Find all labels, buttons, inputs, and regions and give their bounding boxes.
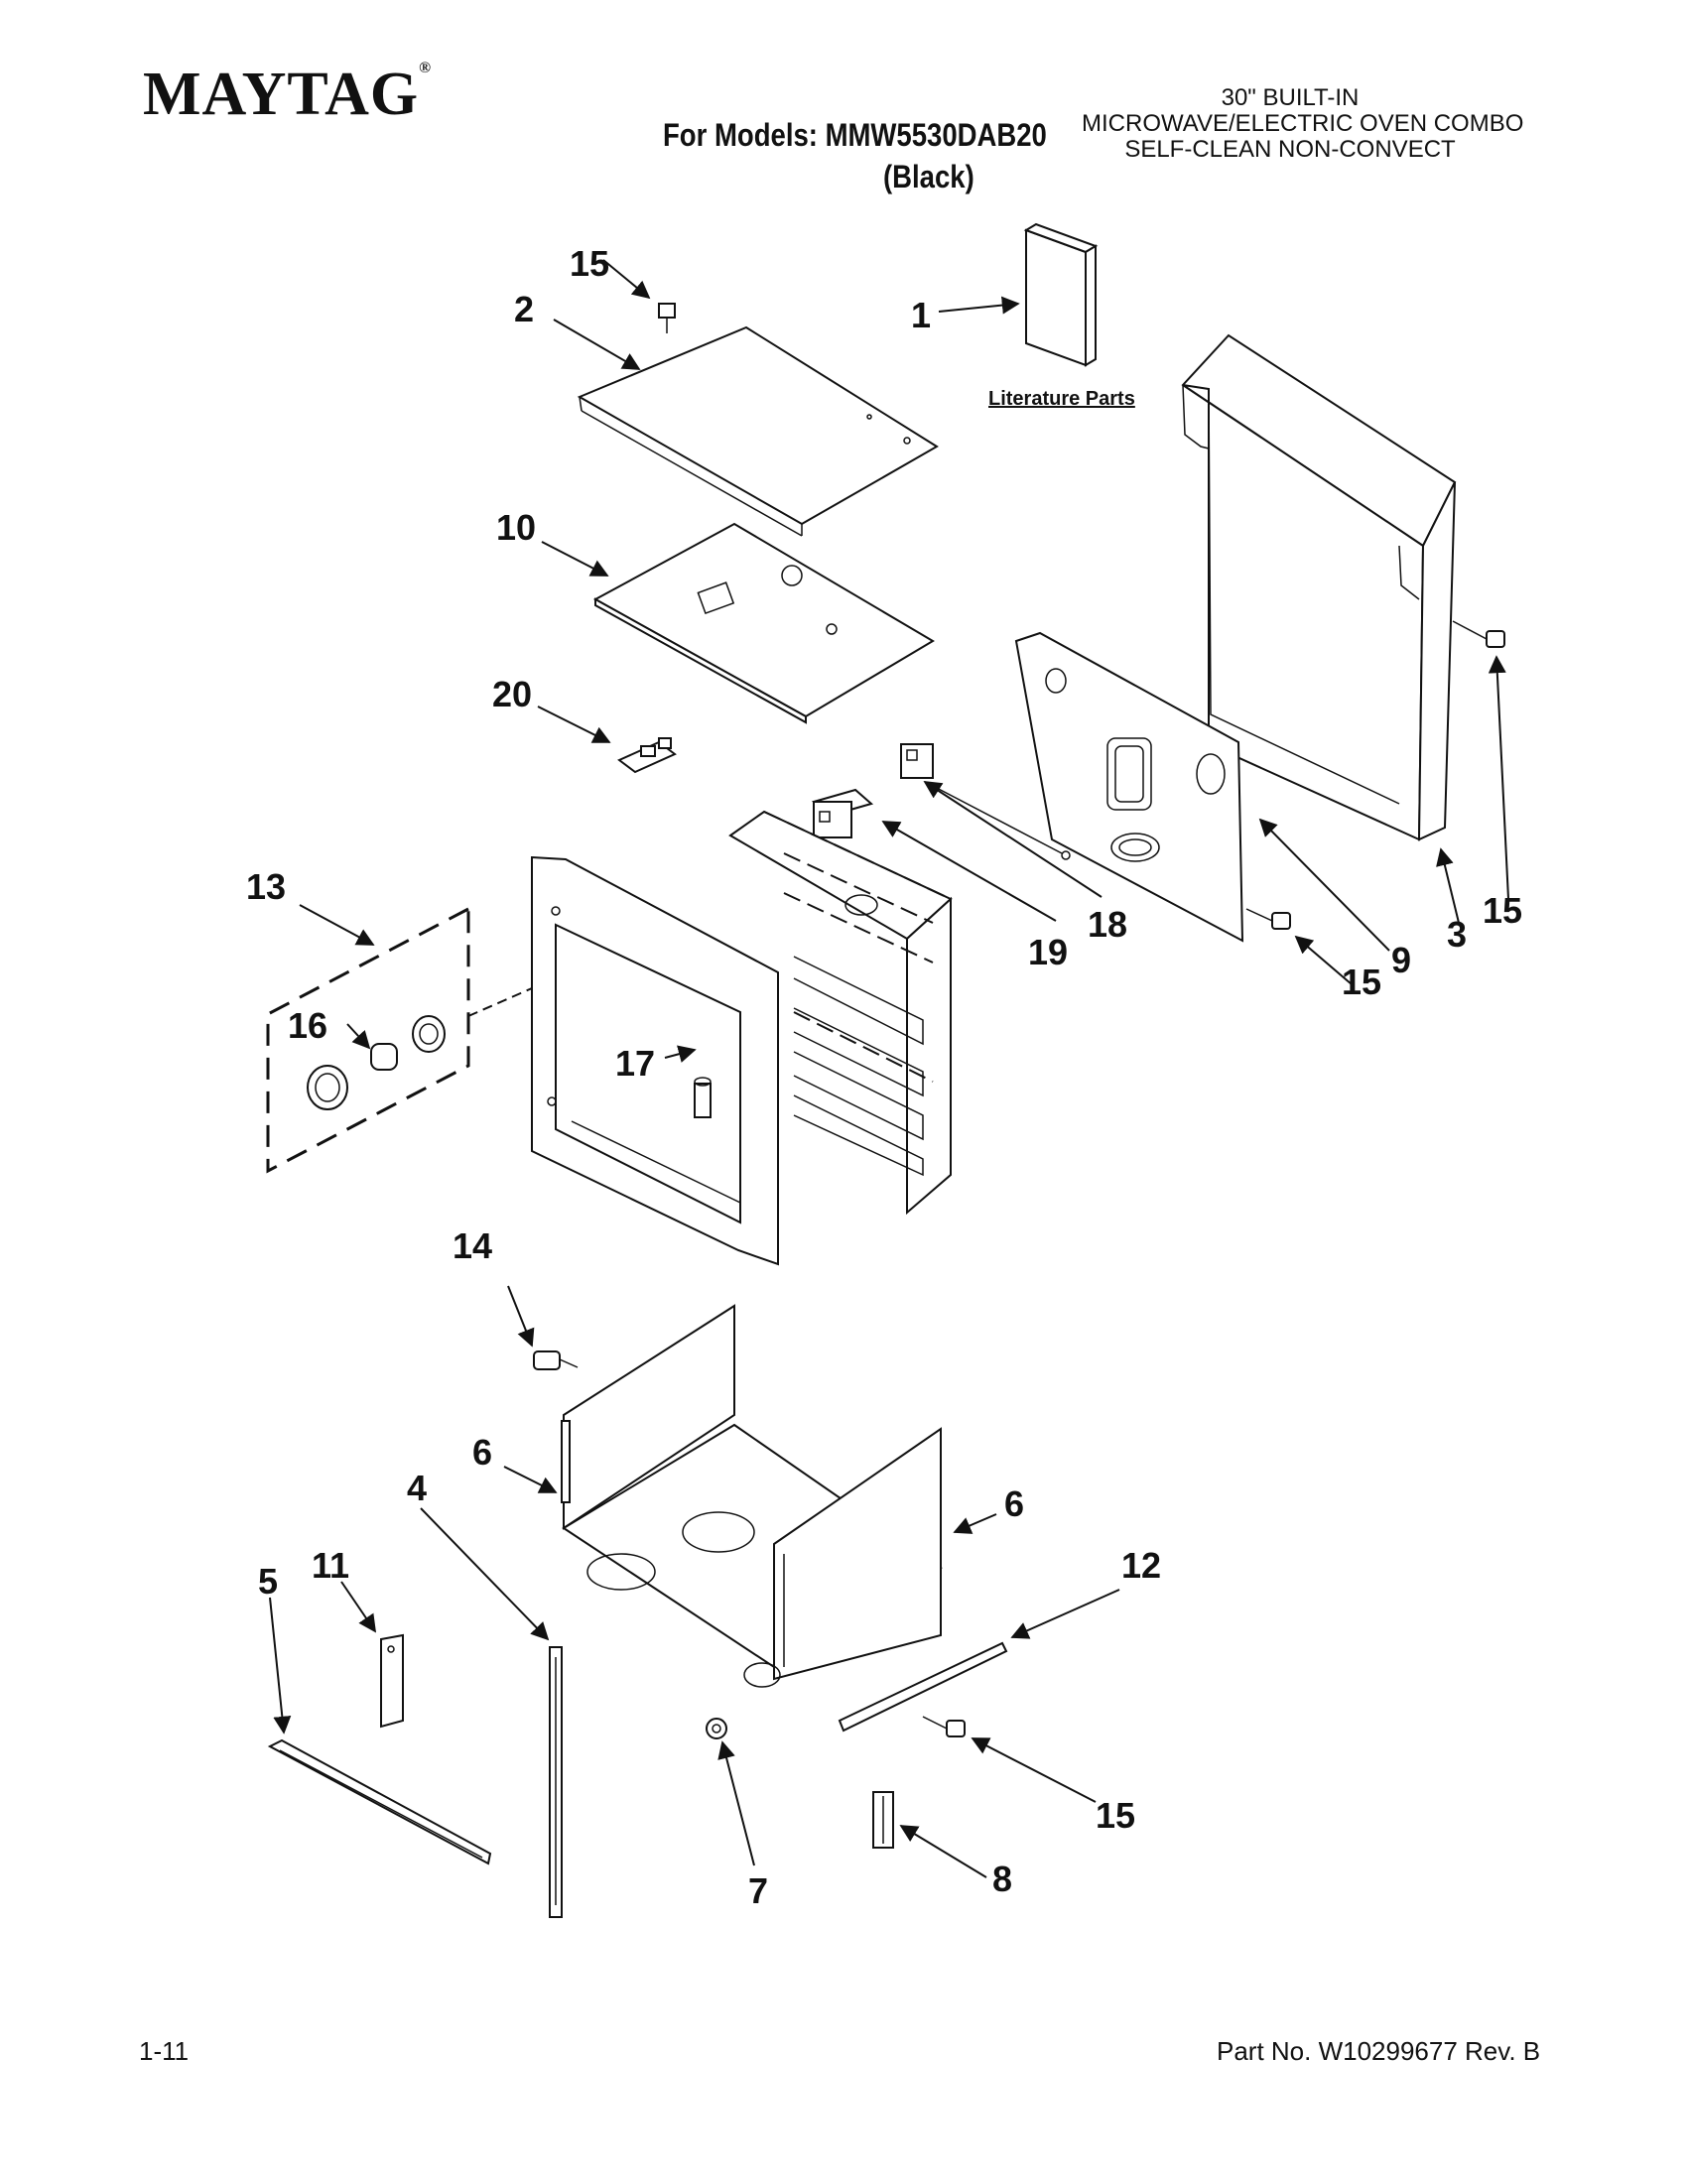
description-line-2: MICROWAVE/ELECTRIC OVEN COMBO [1082, 110, 1524, 137]
callout-15-bottom: 15 [1096, 1795, 1135, 1836]
callout-19: 19 [1028, 932, 1068, 972]
callout-20: 20 [492, 674, 532, 714]
callout-3: 3 [1447, 914, 1467, 955]
callout-6b: 6 [1004, 1483, 1024, 1524]
callout-17: 17 [615, 1043, 655, 1084]
literature-booklet [1023, 222, 1099, 367]
door-switch [900, 743, 1071, 860]
light-assembly-group [266, 907, 533, 1174]
screw-right-lower [1245, 908, 1291, 930]
product-description: 30" BUILT-IN MICROWAVE/ELECTRIC OVEN COM… [1082, 84, 1524, 163]
top-panel [577, 325, 939, 537]
literature-parts-label: Literature Parts [988, 388, 1135, 410]
right-rail [838, 1641, 1008, 1733]
callout-18: 18 [1088, 904, 1127, 945]
grommet [706, 1718, 727, 1739]
base-pan [562, 1423, 943, 1688]
callout-8: 8 [992, 1859, 1012, 1899]
callout-12: 12 [1121, 1545, 1161, 1586]
outer-wrapper [1181, 333, 1457, 841]
callouts: 1 2 3 4 5 6 6 7 8 9 10 11 12 13 14 15 15… [246, 243, 1522, 1911]
callout-13: 13 [246, 866, 286, 907]
callout-6a: 6 [472, 1432, 492, 1473]
callout-14: 14 [453, 1225, 492, 1266]
color-label: (Black) [883, 159, 974, 194]
clip [872, 1791, 894, 1849]
brand-logo: MAYTAG® [143, 60, 433, 128]
description-line-1: 30" BUILT-IN [1221, 84, 1360, 111]
callout-1: 1 [911, 295, 931, 335]
thermal-switch [811, 788, 874, 838]
screw-right-upper [1452, 620, 1505, 648]
callout-15-top: 15 [570, 243, 609, 284]
page-number: 1-11 [139, 2036, 190, 2066]
rear-panel [1014, 631, 1244, 943]
switch-bracket [617, 737, 677, 774]
callout-16: 16 [288, 1005, 327, 1046]
insulation-panel [592, 522, 935, 724]
callout-2: 2 [514, 289, 534, 329]
part-number: Part No. W10299677 Rev. B [1217, 2036, 1541, 2066]
bottom-rail [267, 1738, 492, 1865]
vertical-rail [549, 1646, 563, 1918]
screw-bottom [922, 1716, 966, 1737]
description-line-3: SELF-CLEAN NON-CONVECT [1124, 136, 1456, 163]
left-side-panel [533, 1304, 735, 1530]
callout-11: 11 [312, 1545, 349, 1586]
bracket-strip [380, 1633, 404, 1729]
callout-4: 4 [407, 1468, 427, 1508]
callout-9: 9 [1391, 940, 1411, 980]
callout-15-right: 15 [1483, 890, 1522, 931]
callout-10: 10 [496, 507, 536, 548]
callout-5: 5 [258, 1561, 278, 1602]
leader-lines [269, 259, 1509, 1878]
callout-7: 7 [748, 1870, 768, 1911]
oven-cavity [531, 810, 953, 1266]
screw-top [658, 303, 676, 333]
models-label: For Models: MMW5530DAB20 [663, 117, 1047, 153]
callout-15-rear: 15 [1342, 962, 1381, 1002]
